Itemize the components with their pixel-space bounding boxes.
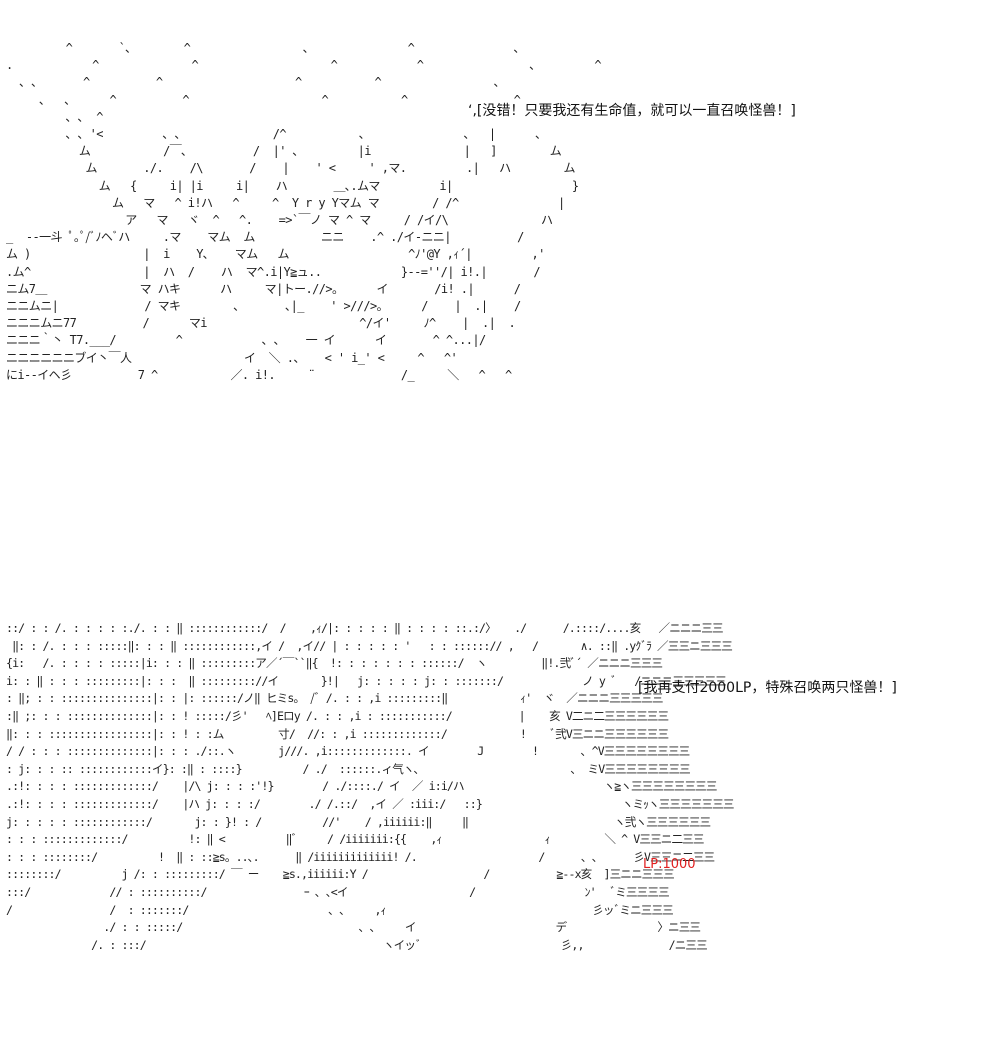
dialogue-line-1: ‘,[没错！只要我还有生命值，就可以一直召唤怪兽！] xyxy=(468,103,796,119)
dialogue-line-2: [我再支付2000LP，特殊召唤两只怪兽！] xyxy=(638,680,897,696)
ascii-art-scene-bottom: ::/ : : /. : : : : :./. : : ‖ ::::::::::… xyxy=(6,621,735,952)
ascii-art-scene-top: ^ `､ ^ ､ ^ ､ . ^ ^ ^ ^ ､ ^ ､ ､ ^ ^ xyxy=(6,41,602,382)
lp-counter: LP:1000 xyxy=(643,857,696,872)
